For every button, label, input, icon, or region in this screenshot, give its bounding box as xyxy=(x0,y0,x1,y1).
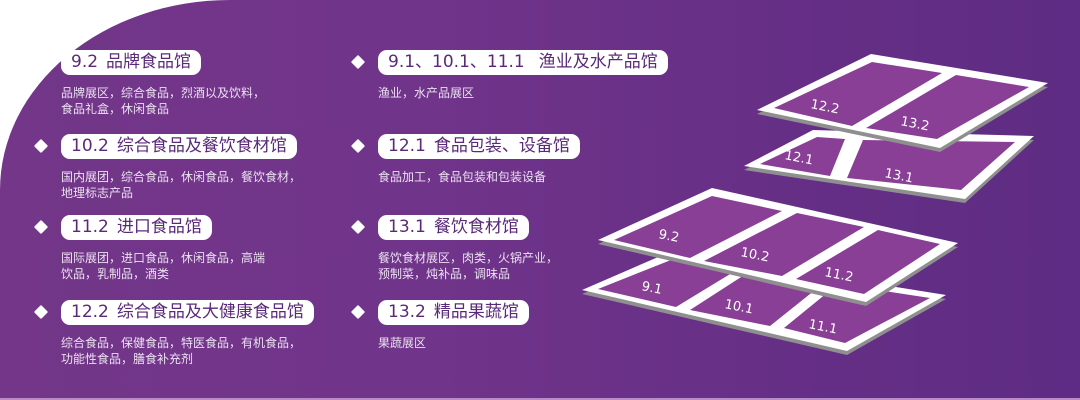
floor-label: 10.1 xyxy=(723,297,754,317)
floor-level-12-2-13-2: 12.2 13.2 xyxy=(757,54,1048,152)
hall-title-pill: 9.2 品牌食品馆 xyxy=(61,49,202,75)
hall-description: 国际展团，进口食品，休闲食品，高端 饮品，乳制品，酒类 xyxy=(61,251,266,281)
floor-label: 10.2 xyxy=(739,245,770,265)
floor-label: 9.1 xyxy=(640,279,663,298)
hall-title-pill: 13.2 精品果蔬馆 xyxy=(378,299,529,325)
hall-number: 12.2 xyxy=(71,301,109,322)
floor-level-9-2-10-2-11-2: 9.2 10.2 11.2 xyxy=(598,188,958,306)
floor-label: 9.2 xyxy=(657,227,680,246)
floor-label: 11.1 xyxy=(807,317,838,337)
hall-name: 进口食品馆 xyxy=(116,216,202,237)
hall-number: 9.1、10.1、11.1 xyxy=(388,51,525,72)
hall-name: 精品果蔬馆 xyxy=(433,301,519,322)
floor-level-9-1-10-1-11-1: 9.1 10.1 11.1 xyxy=(582,251,946,355)
hall-title-pill: 12.2 综合食品及大健康食品馆 xyxy=(61,299,314,325)
floor-label: 12.1 xyxy=(783,148,814,168)
hall-item-11-2: 11.2 进口食品馆 国际展团，进口食品，休闲食品，高端 饮品，乳制品，酒类 xyxy=(30,214,265,282)
bottom-edge-line xyxy=(0,398,1080,400)
hall-name: 品牌食品馆 xyxy=(106,51,192,72)
hall-description: 综合食品，保健食品，特医食品，有机食品， 功能性食品，膳食补充剂 xyxy=(61,336,302,366)
hall-description: 品牌展区，综合食品，烈酒以及饮料， 食品礼盒，休闲食品 xyxy=(61,86,266,116)
hall-title-pill: 12.1 食品包装、设备馆 xyxy=(378,133,580,159)
hall-name: 食品包装、设备馆 xyxy=(433,135,570,156)
hall-title-pill: 9.1、10.1、11.1 渔业及水产品馆 xyxy=(378,49,668,75)
hall-item-12-1: 12.1 食品包装、设备馆 食品加工，食品包装和包装设备 xyxy=(347,133,580,185)
hall-title-pill: 13.1 餐饮食材馆 xyxy=(378,214,529,240)
hall-number: 11.2 xyxy=(71,216,109,237)
floor-label: 13.2 xyxy=(899,114,930,134)
floor-label: 13.1 xyxy=(883,166,914,186)
hall-item-9-1-10-1-11-1: 9.1、10.1、11.1 渔业及水产品馆 渔业，水产品展区 xyxy=(347,49,668,101)
hall-number: 13.2 xyxy=(388,301,426,322)
hall-description: 渔业，水产品展区 xyxy=(378,86,475,100)
floor-label: 11.2 xyxy=(823,265,854,285)
hall-name: 餐饮食材馆 xyxy=(433,216,519,237)
hall-item-10-2: 10.2 综合食品及餐饮食材馆 国内展团，综合食品，休闲食品，餐饮食材， 地理标志… xyxy=(30,133,301,201)
hall-item-13-2: 13.2 精品果蔬馆 果蔬展区 xyxy=(347,299,529,351)
hall-description: 食品加工，食品包装和包装设备 xyxy=(378,170,547,184)
hall-title-pill: 11.2 进口食品馆 xyxy=(61,214,212,240)
hall-name: 综合食品及餐饮食材馆 xyxy=(116,135,287,156)
floor-label: 12.2 xyxy=(809,97,840,117)
hall-description: 餐饮食材展区，肉类，火锅产业， 预制菜，炖补品，调味品 xyxy=(378,251,559,281)
hall-item-9-2: 9.2 品牌食品馆 品牌展区，综合食品，烈酒以及饮料， 食品礼盒，休闲食品 xyxy=(30,49,265,117)
hall-item-13-1: 13.1 餐饮食材馆 餐饮食材展区，肉类，火锅产业， 预制菜，炖补品，调味品 xyxy=(347,214,558,282)
hall-name: 渔业及水产品馆 xyxy=(538,51,658,72)
hall-number: 9.2 xyxy=(71,51,99,72)
hall-name: 综合食品及大健康食品馆 xyxy=(116,301,304,322)
hall-number: 12.1 xyxy=(388,135,426,156)
hall-number: 13.1 xyxy=(388,216,426,237)
hall-description: 国内展团，综合食品，休闲食品，餐饮食材， 地理标志产品 xyxy=(61,170,302,200)
floor-level-12-1-13-1: 12.1 13.1 xyxy=(744,130,1034,203)
hall-number: 10.2 xyxy=(71,135,109,156)
hall-item-12-2: 12.2 综合食品及大健康食品馆 综合食品，保健食品，特医食品，有机食品， 功能性… xyxy=(30,299,314,367)
hall-description: 果蔬展区 xyxy=(378,336,427,350)
hall-title-pill: 10.2 综合食品及餐饮食材馆 xyxy=(61,133,297,159)
